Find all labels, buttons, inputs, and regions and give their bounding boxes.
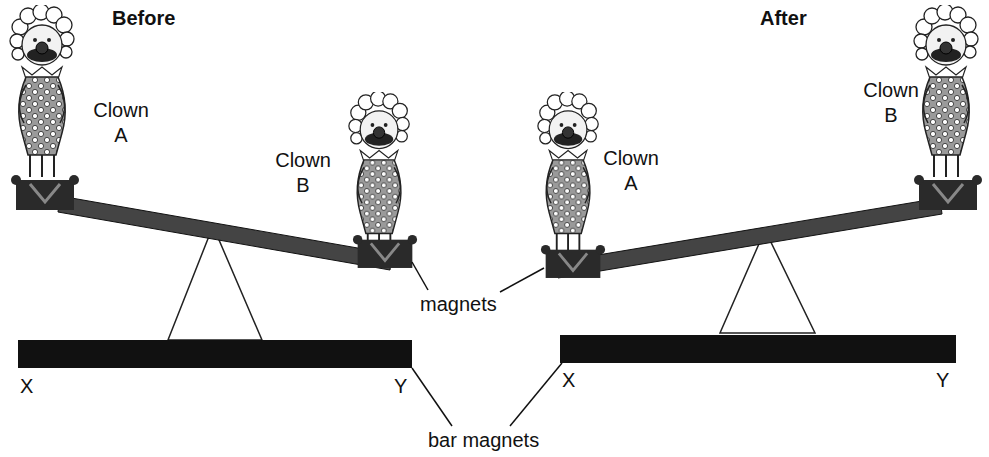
panel-heading: Before	[112, 6, 175, 31]
part-label: bar magnets	[428, 428, 539, 453]
panel-heading: After	[760, 6, 807, 31]
pole-letter: X	[20, 374, 33, 399]
clown-label: Clown B	[270, 148, 336, 198]
clown-label: Clown A	[598, 146, 664, 196]
pole-letter: Y	[394, 374, 407, 399]
pole-letter: Y	[936, 368, 949, 393]
clown-label: Clown B	[858, 78, 924, 128]
clown-label: Clown A	[88, 98, 154, 148]
part-label: magnets	[420, 292, 497, 317]
pole-letter: X	[562, 368, 575, 393]
